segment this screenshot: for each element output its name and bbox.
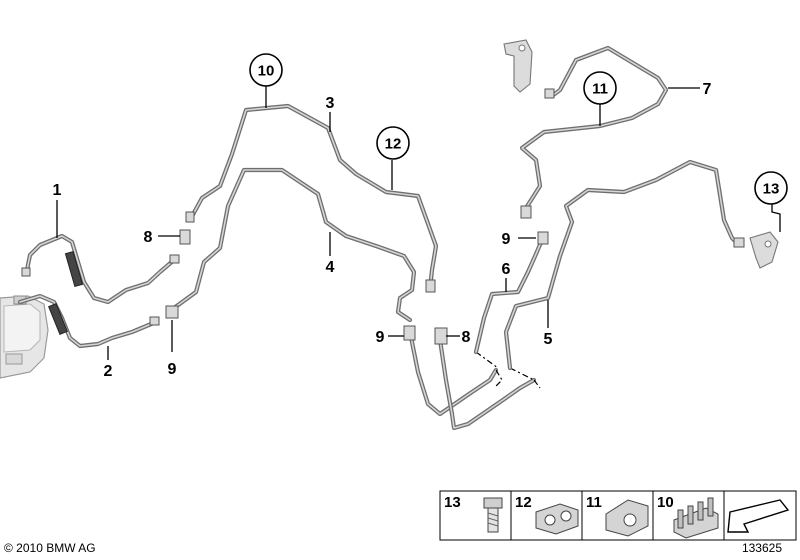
diagram-number: 133625: [742, 541, 782, 555]
parts-legend: 13 12 11 10: [439, 490, 797, 541]
callout-11: 11: [583, 71, 617, 105]
legend-label-12: 12: [515, 494, 532, 511]
brake-pipe-5: [503, 159, 745, 371]
screw-icon: [483, 497, 503, 533]
svg-text:12: 12: [385, 136, 402, 153]
brake-pipe-center: [403, 279, 537, 431]
union-nut-8-left: [179, 229, 191, 245]
brake-pipe-4: [171, 167, 417, 323]
legend-label-11: 11: [586, 494, 602, 511]
dashed-connection-left: [493, 369, 503, 389]
abs-unit: [0, 295, 49, 379]
callout-6: 6: [502, 261, 511, 278]
copyright-text: © 2010 BMW AG: [4, 541, 96, 555]
dashed-connection-mid: [475, 351, 535, 381]
callout-13: 13: [754, 171, 788, 205]
callout-3: 3: [326, 95, 335, 112]
callout-10: 10: [249, 53, 283, 87]
callout-7: 7: [703, 81, 712, 98]
callout-9-right: 9: [502, 231, 511, 248]
callout-5: 5: [544, 331, 553, 348]
leader-lines: [56, 86, 781, 360]
brake-pipe-6: [473, 237, 545, 355]
brake-pipe-7: [519, 45, 669, 245]
svg-text:10: 10: [258, 63, 275, 80]
callout-9-center: 9: [376, 329, 385, 346]
legend-label-13: 13: [444, 494, 461, 511]
callout-4: 4: [326, 259, 335, 276]
brake-pipe-3: [187, 103, 439, 291]
legend-label-10: 10: [657, 494, 674, 511]
arrow-icon: [727, 499, 790, 533]
callout-12: 12: [376, 126, 410, 160]
svg-text:11: 11: [592, 81, 608, 98]
callout-2: 2: [104, 363, 113, 380]
callout-1: 1: [53, 182, 62, 199]
brake-pipe-1: [21, 233, 180, 305]
dashed-connection-right: [533, 379, 541, 389]
single-clip-icon: [605, 499, 649, 537]
comb-clip-icon: [673, 497, 719, 539]
union-nut-9-left: [165, 305, 179, 319]
double-clip-icon: [535, 503, 579, 535]
bracket-top: [503, 39, 533, 93]
callout-8-center: 8: [462, 329, 471, 346]
brake-pipe-2: [17, 293, 160, 349]
callout-8-left: 8: [144, 229, 153, 246]
bracket-13: [749, 231, 779, 269]
callout-9-left: 9: [168, 361, 177, 378]
svg-text:13: 13: [763, 181, 780, 198]
